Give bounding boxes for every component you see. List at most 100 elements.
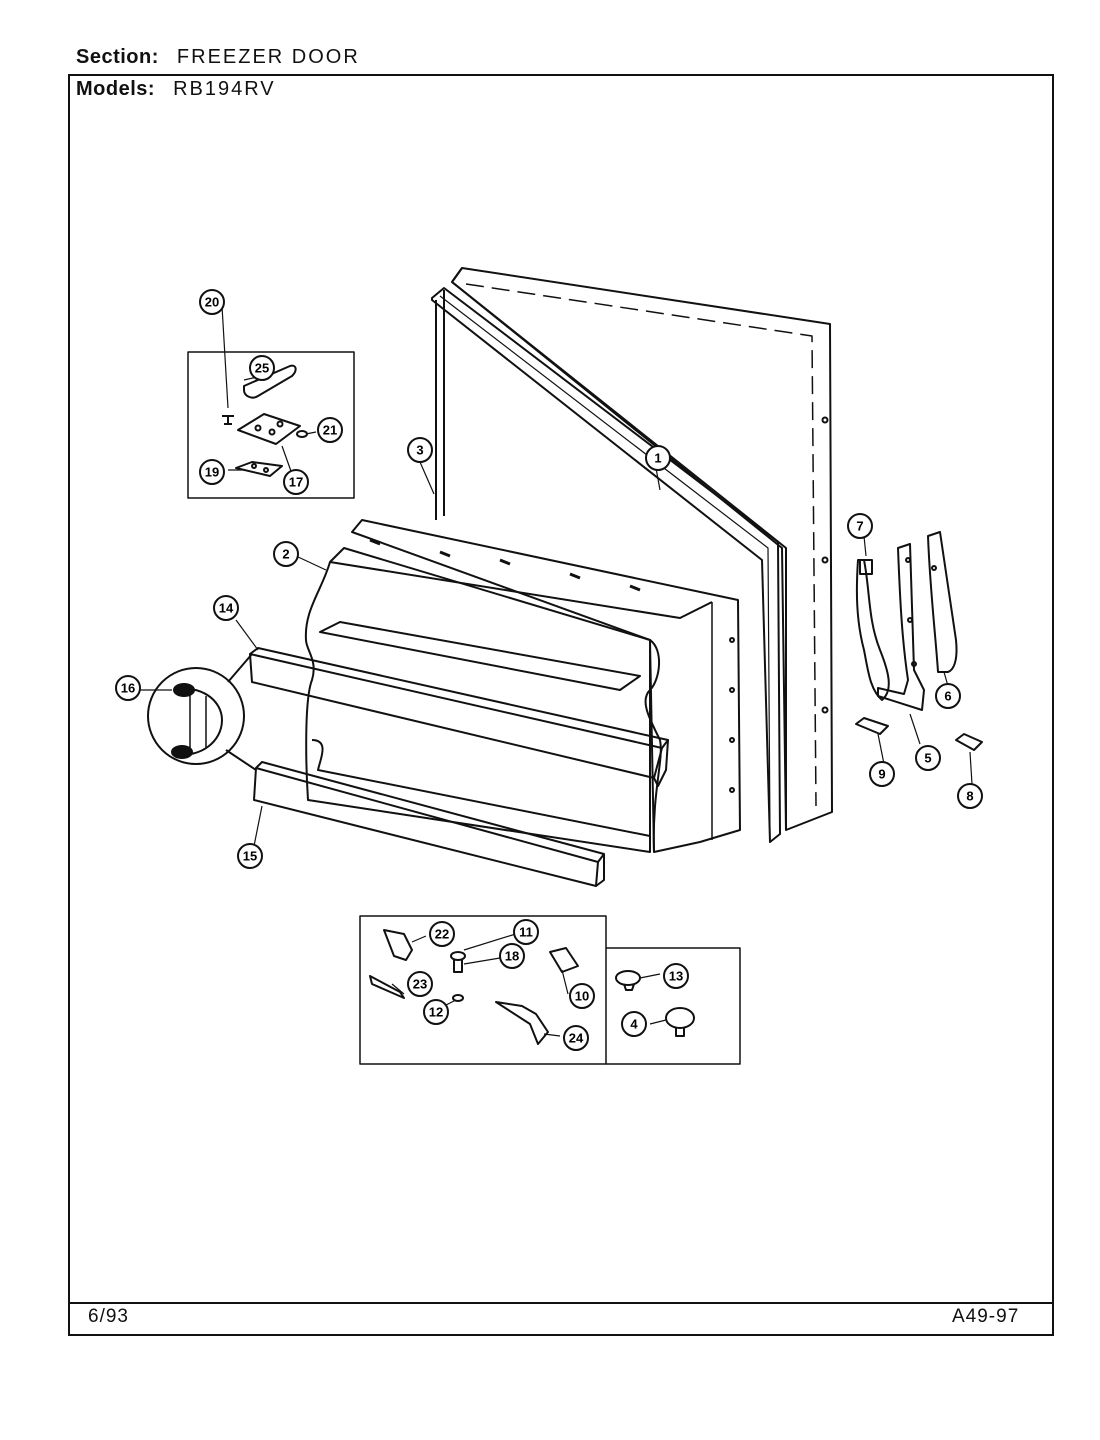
callout-7: 7 [847, 513, 873, 539]
inset-box-hinge-top [187, 351, 355, 499]
callout-circle [273, 541, 299, 567]
models-value: RB194RV [173, 78, 276, 100]
callout-circle [283, 469, 309, 495]
callout-4: 4 [621, 1011, 647, 1037]
callout-13: 13 [663, 963, 689, 989]
callout-circle [915, 745, 941, 771]
callout-circle [115, 675, 141, 701]
callout-label: 1 [654, 451, 661, 466]
callout-circle [407, 971, 433, 997]
callout-circle [869, 761, 895, 787]
callout-circle [213, 595, 239, 621]
callout-label: 25 [255, 361, 269, 376]
callout-3: 3 [407, 437, 433, 463]
callout-1: 1 [645, 445, 671, 471]
callout-label: 12 [429, 1005, 443, 1020]
callout-6: 6 [935, 683, 961, 709]
callout-label: 7 [856, 519, 863, 534]
callout-15: 15 [237, 843, 263, 869]
part-hinge-shim [235, 461, 283, 477]
callout-23: 23 [407, 971, 433, 997]
inset-box-plugs [606, 947, 741, 1065]
callout-label: 14 [219, 601, 234, 616]
part-outer-door-panel [451, 267, 833, 831]
callout-label: 18 [505, 949, 519, 964]
callout-circle [847, 513, 873, 539]
part-handle-cap [955, 733, 983, 751]
callout-circle [199, 289, 225, 315]
callout-label: 20 [205, 295, 219, 310]
part-top-hinge [237, 413, 301, 445]
part-liner-shelf [319, 621, 641, 691]
part-door-gasket [431, 287, 781, 843]
part-bottom-hinge [383, 929, 413, 961]
part-hinge-cover [243, 364, 297, 399]
part-hole-plug [615, 970, 641, 986]
part-button-plug [665, 1007, 695, 1029]
callout-label: 8 [966, 789, 973, 804]
footer-page-code: A49-97 [952, 1306, 1020, 1327]
callout-circle [249, 355, 275, 381]
callout-21: 21 [317, 417, 343, 443]
callout-label: 11 [519, 925, 533, 940]
callout-circle [621, 1011, 647, 1037]
footer-date: 6/93 [88, 1306, 129, 1327]
callout-circle [429, 921, 455, 947]
callout-circle [499, 943, 525, 969]
models-heading: Models: RB194RV [76, 78, 276, 101]
callout-20: 20 [199, 289, 225, 315]
callout-circle [317, 417, 343, 443]
callout-label: 10 [575, 989, 589, 1004]
diagram-frame [68, 74, 1054, 1336]
callout-11: 11 [513, 919, 539, 945]
callout-9: 9 [869, 761, 895, 787]
part-handle-spacer [855, 717, 889, 735]
callout-18: 18 [499, 943, 525, 969]
callout-25: 25 [249, 355, 275, 381]
callout-16: 16 [115, 675, 141, 701]
callout-circle [663, 963, 689, 989]
footer-rule [68, 1302, 1054, 1304]
callout-label: 21 [323, 423, 337, 438]
callout-14: 14 [213, 595, 239, 621]
callout-label: 19 [205, 465, 219, 480]
callout-circle [645, 445, 671, 471]
part-handle-trim [927, 531, 958, 673]
callout-label: 13 [669, 969, 683, 984]
part-latch [495, 1001, 549, 1045]
callout-10: 10 [569, 983, 595, 1009]
callout-circle [935, 683, 961, 709]
callout-label: 9 [878, 767, 885, 782]
part-rail-end-cap-detail [147, 667, 245, 765]
callout-circle [237, 843, 263, 869]
models-label: Models: [76, 78, 156, 100]
callout-circle [957, 783, 983, 809]
callout-24: 24 [563, 1025, 589, 1051]
callout-label: 23 [413, 977, 427, 992]
part-door-handle [855, 559, 890, 701]
callout-12: 12 [423, 999, 449, 1025]
callout-2: 2 [273, 541, 299, 567]
part-bushing [450, 951, 466, 961]
part-handle-bracket [877, 543, 925, 711]
callout-label: 15 [243, 849, 257, 864]
part-lower-shelf-rail [255, 761, 605, 863]
callout-label: 24 [569, 1031, 584, 1046]
callout-circle [407, 437, 433, 463]
callout-circle [563, 1025, 589, 1051]
callout-label: 4 [630, 1017, 638, 1032]
section-label: Section: [76, 46, 159, 68]
callout-22: 22 [429, 921, 455, 947]
part-door-stop [549, 947, 579, 973]
callout-17: 17 [283, 469, 309, 495]
section-heading: Section:FREEZER DOOR [76, 46, 360, 69]
callout-8: 8 [957, 783, 983, 809]
callout-label: 3 [416, 443, 423, 458]
callout-19: 19 [199, 459, 225, 485]
part-washer [296, 430, 308, 438]
part-hinge-pin-plate [369, 975, 405, 999]
callout-5: 5 [915, 745, 941, 771]
callout-label: 16 [121, 681, 135, 696]
callout-circle [423, 999, 449, 1025]
